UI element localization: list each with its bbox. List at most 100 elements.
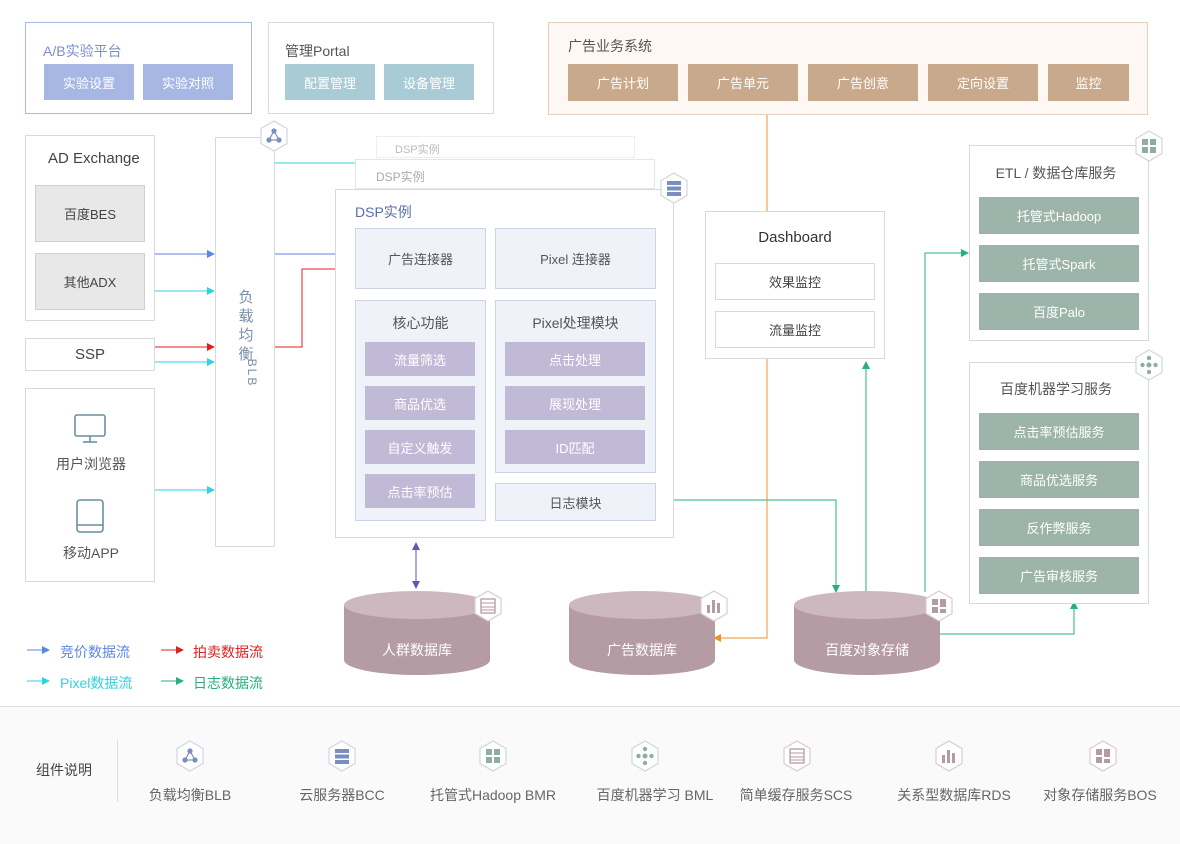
pixel-module-title: Pixel处理模块	[532, 315, 619, 331]
object-storage-cylinder[interactable]	[793, 590, 941, 680]
ml-panel: 百度机器学习服务 点击率预估服务 商品优选服务 反作弊服务 广告审核服务	[969, 362, 1149, 604]
managed-spark-button[interactable]: 托管式Spark	[979, 245, 1139, 282]
ab-platform-title: A/B实验平台	[43, 43, 122, 59]
custom-trigger-button[interactable]: 自定义触发	[365, 430, 475, 464]
blb-sublabel: BLB	[245, 358, 259, 388]
comp-scs-label: 简单缓存服务SCS	[739, 787, 853, 803]
comp-bcc-label: 云服务器BCC	[299, 787, 385, 803]
targeting-button[interactable]: 定向设置	[928, 64, 1038, 101]
dsp-instance-ghost-1: DSP实例	[376, 136, 635, 158]
ad-business-panel: 广告业务系统 广告计划 广告单元 广告创意 定向设置 监控	[548, 22, 1148, 115]
dsp-ghost-1-title: DSP实例	[395, 144, 440, 156]
mobile-icon	[76, 499, 104, 533]
pixel-module-panel: Pixel处理模块 点击处理 展现处理 ID匹配	[495, 300, 656, 473]
ctr-service-button[interactable]: 点击率预估服务	[979, 413, 1139, 450]
log-flow-line	[924, 249, 969, 592]
ml-title: 百度机器学习服务	[1000, 381, 1112, 397]
device-management-button[interactable]: 设备管理	[384, 64, 474, 100]
ad-connector-box[interactable]: 广告连接器	[355, 228, 486, 289]
dsp-instance-title: DSP实例	[355, 204, 412, 220]
footer-divider	[0, 706, 1180, 707]
comp-bml-label: 百度机器学习 BML	[596, 787, 714, 803]
bar-chart-icon	[700, 590, 728, 622]
dsp-instance-ghost-2: DSP实例	[355, 159, 655, 189]
object-storage-label: 百度对象存储	[825, 642, 909, 658]
grid-icon	[1135, 130, 1163, 162]
legend-log: 日志数据流	[193, 675, 263, 691]
ad-plan-button[interactable]: 广告计划	[568, 64, 678, 101]
comp-rds-label: 关系型数据库RDS	[897, 787, 1011, 803]
blb-label: 负载均衡	[238, 289, 254, 363]
etl-title: ETL / 数据仓库服务	[995, 165, 1117, 181]
ad-creative-button[interactable]: 广告创意	[808, 64, 918, 101]
share-node-icon	[176, 740, 204, 772]
comp-blb-label: 负载均衡BLB	[148, 787, 232, 803]
object-storage-icon	[1089, 740, 1117, 772]
pixel-connector-box[interactable]: Pixel 连接器	[495, 228, 656, 289]
business-flow-line	[713, 115, 768, 642]
share-node-icon	[260, 120, 288, 152]
comp-bmr-label: 托管式Hadoop BMR	[429, 787, 557, 803]
log-flow-line	[655, 499, 840, 593]
cache-icon	[783, 740, 811, 772]
ad-db-label: 广告数据库	[607, 642, 677, 658]
impression-process-button[interactable]: 展现处理	[505, 386, 645, 420]
monitor-button[interactable]: 监控	[1048, 64, 1129, 101]
dashboard-title: Dashboard	[758, 229, 832, 246]
clients-panel: 用户浏览器 移动APP	[25, 388, 155, 582]
monitor-icon	[74, 414, 106, 443]
dashboard-panel: Dashboard 效果监控 流量监控	[705, 211, 885, 359]
traffic-monitor-box[interactable]: 流量监控	[715, 311, 875, 348]
components-divider	[117, 740, 118, 802]
legend-arrows	[27, 646, 184, 685]
ad-unit-button[interactable]: 广告单元	[688, 64, 798, 101]
audience-db-cylinder[interactable]	[343, 590, 491, 680]
id-match-button[interactable]: ID匹配	[505, 430, 645, 464]
cache-icon	[474, 590, 502, 622]
components-title: 组件说明	[36, 762, 92, 778]
ad-exchange-title: AD Exchange	[48, 150, 140, 167]
portal-panel: 管理Portal 配置管理 设备管理	[268, 22, 494, 114]
legend-pixel: Pixel数据流	[60, 675, 133, 691]
anti-fraud-button[interactable]: 反作弊服务	[979, 509, 1139, 546]
ctr-predict-button[interactable]: 点击率预估	[365, 474, 475, 508]
blb-panel[interactable]: 负载均衡 BLB	[215, 137, 275, 547]
traffic-filter-button[interactable]: 流量筛选	[365, 342, 475, 376]
network-icon	[1135, 349, 1163, 381]
etl-panel: ETL / 数据仓库服务 托管式Hadoop 托管式Spark 百度Palo	[969, 145, 1149, 341]
browser-label: 用户浏览器	[56, 456, 126, 472]
comp-bos-label: 对象存储服务BOS	[1043, 787, 1157, 803]
ad-business-title: 广告业务系统	[568, 38, 652, 54]
ad-review-button[interactable]: 广告审核服务	[979, 557, 1139, 594]
experiment-compare-button[interactable]: 实验对照	[143, 64, 233, 100]
other-adx-box[interactable]: 其他ADX	[35, 253, 145, 310]
ad-db-cylinder[interactable]	[568, 590, 716, 680]
baidu-palo-button[interactable]: 百度Palo	[979, 293, 1139, 330]
product-select-button[interactable]: 商品优选	[365, 386, 475, 420]
legend-bid: 竞价数据流	[60, 644, 130, 660]
log-module-box[interactable]: 日志模块	[495, 483, 656, 521]
server-icon	[328, 740, 356, 772]
ad-exchange-panel: AD Exchange 百度BES 其他ADX	[25, 135, 155, 321]
audience-db-label: 人群数据库	[382, 642, 452, 658]
click-process-button[interactable]: 点击处理	[505, 342, 645, 376]
experiment-settings-button[interactable]: 实验设置	[44, 64, 134, 100]
ssp-box[interactable]: SSP	[25, 338, 155, 371]
network-icon	[631, 740, 659, 772]
bar-chart-icon	[935, 740, 963, 772]
ab-platform-panel: A/B实验平台 实验设置 实验对照	[25, 22, 252, 114]
components-footer	[0, 707, 1180, 844]
server-icon	[660, 172, 688, 204]
dsp-ghost-2-title: DSP实例	[376, 170, 425, 184]
app-label: 移动APP	[62, 545, 119, 561]
effect-monitor-box[interactable]: 效果监控	[715, 263, 875, 300]
config-management-button[interactable]: 配置管理	[285, 64, 375, 100]
auction-flow-line	[275, 265, 355, 348]
managed-hadoop-button[interactable]: 托管式Hadoop	[979, 197, 1139, 234]
baidu-bes-box[interactable]: 百度BES	[35, 185, 145, 242]
product-service-button[interactable]: 商品优选服务	[979, 461, 1139, 498]
core-function-panel: 核心功能 流量筛选 商品优选 自定义触发 点击率预估	[355, 300, 486, 521]
dsp-instance-panel: DSP实例 广告连接器 Pixel 连接器 核心功能 流量筛选 商品优选 自定义…	[335, 189, 674, 538]
grid-icon	[479, 740, 507, 772]
